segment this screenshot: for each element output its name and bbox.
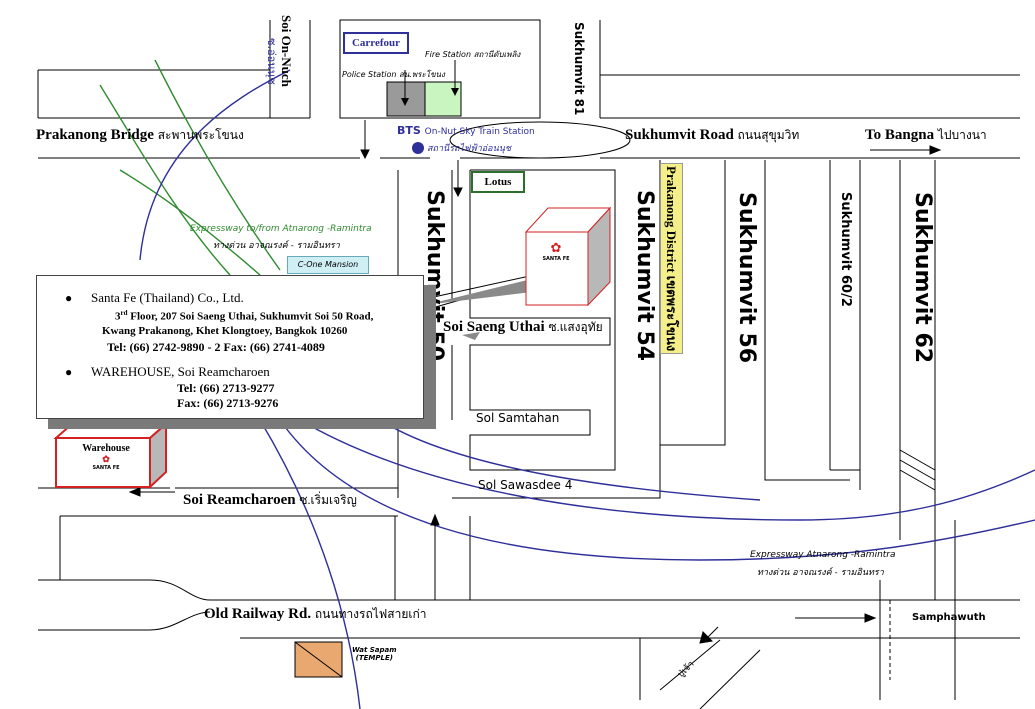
lotus-block <box>469 169 616 471</box>
arrow-samphawuth-head <box>864 613 877 623</box>
expressway-green-2 <box>119 169 261 276</box>
bts-ellipse <box>449 121 631 159</box>
warehouse-title: Warehouse <box>82 443 130 454</box>
sukhumvit-81-road <box>539 20 601 118</box>
expressway-blue-2 <box>279 419 1035 561</box>
expressway-lower-th: ทางด่วน อาจณรงค์ - รามอินทรา <box>757 568 884 578</box>
warehouse-info-title: WAREHOUSE, Soi Reamcharoen <box>91 364 270 379</box>
sukhumvit-60-2-road <box>829 160 861 490</box>
arrow-police-head <box>360 149 370 160</box>
carrefour-block <box>339 19 541 119</box>
pu-chao-road <box>659 639 761 709</box>
sukhumvit-50-road <box>397 170 453 498</box>
temple-diagonal <box>294 641 343 678</box>
soi-saeng-uthai-label: Soi Saeng Uthai ซ.แสงอุทัย <box>443 319 603 335</box>
warehouse-building-label: Warehouse ✿ SANTA FE <box>64 443 148 471</box>
bts-label: BTS On-Nut Sky Train Station <box>397 124 535 137</box>
c-one-mansion-label: C-One Mansion <box>287 256 369 274</box>
samphawuth-label: Samphawuth <box>912 612 986 623</box>
expressway-blue-5 <box>259 419 361 709</box>
bts-thai-label: สถานีรถไฟฟ้าอ่อนนุช <box>427 144 511 154</box>
carrefour-label: Carrefour <box>343 32 409 54</box>
warehouse-logo-text: SANTA FE <box>92 465 120 471</box>
sukhumvit-60-2-label: Sukhumvit 60/2 <box>838 192 853 307</box>
to-bangna-label: To Bangna ไปบางนา <box>865 127 987 143</box>
sol-sawasdee-4-label: Sol Sawasdee 4 <box>478 478 573 492</box>
arrow-lotus-head <box>453 187 463 198</box>
bullet-warehouse: ● <box>65 365 73 379</box>
temple-name: (TEMPLE) <box>355 654 393 662</box>
wat-sapam-label: Wat Sapam (TEMPLE) <box>352 646 397 662</box>
sukhumvit-62-road <box>899 160 936 600</box>
soi-on-nuch-road <box>269 20 311 118</box>
expressway-blue-4 <box>379 419 761 501</box>
expressway-green-1 <box>99 84 231 276</box>
soi-on-nuch-label: Soi On-Nuch <box>279 15 294 87</box>
sukhumvit-62-label: Sukhumvit 62 <box>910 192 935 364</box>
expressway-upper-th: ทางด่วน อาจณรงค์ - รามอินทรา <box>213 241 340 251</box>
bts-logo-icon <box>412 142 424 154</box>
prakanong-district-label: Prakanong District เขตพระโขนง <box>660 163 683 355</box>
company-name: Santa Fe (Thailand) Co., Ltd. <box>91 290 244 305</box>
company-address-line-2: Kwang Prakanong, Khet Klongtoey, Bangkok… <box>102 325 348 337</box>
company-address-line-1: 3rd Floor, 207 Soi Saeng Uthai, Sukhumvi… <box>115 309 374 323</box>
temple-road <box>394 516 471 600</box>
pointer-shadow <box>425 275 548 305</box>
pointer-shadow-2 <box>462 332 480 340</box>
warehouse-logo-icon: ✿ <box>102 454 110 464</box>
soi-reamcharoen-label: Soi Reamcharoen ซ.เริ่มเจริญ <box>183 492 357 508</box>
arrow-bangna-head <box>929 145 942 155</box>
fire-arrow-head <box>451 88 459 96</box>
santa-fe-logo: ✿ SANTA FE <box>538 240 574 262</box>
sukhumvit-54-label: Sukhumvit 54 <box>632 190 657 362</box>
bottom-vertical-roads <box>639 520 956 700</box>
fire-station-block <box>424 81 462 117</box>
company-info-box: ● Santa Fe (Thailand) Co., Ltd. 3rd Floo… <box>36 275 424 419</box>
fire-station-label: Fire Station สถานีดับเพลิง <box>425 50 521 59</box>
lotus-label: Lotus <box>471 171 525 193</box>
railway-crossing <box>899 449 936 491</box>
company-phone-line: Tel: (66) 2742-9890 - 2 Fax: (66) 2741-4… <box>107 340 325 354</box>
old-railway-label: Old Railway Rd. ถนนทางรถไฟสายเก่า <box>204 606 427 622</box>
expressway-lower-en: Expressway Atnarong -Ramintra <box>750 550 896 560</box>
arrow-pu-chao-head <box>699 631 714 644</box>
wat-sapam-name: Wat Sapam <box>352 646 397 654</box>
warehouse-tel: Tel: (66) 2713-9277 <box>177 381 275 395</box>
arrow-reamcharoen-head <box>128 487 141 497</box>
expressway-upper-en: Expressway to/from Atnarong -Ramintra <box>190 224 372 234</box>
warehouse-building <box>53 421 169 490</box>
police-arrow-head <box>401 98 409 106</box>
police-station-label: Police Station สน.พระโขนง <box>342 70 445 79</box>
sukhumvit-50-label: Sukhumvit 50 <box>422 190 447 362</box>
old-railway-road <box>38 579 1020 639</box>
sukhumvit-56-label: Sukhumvit 56 <box>734 192 759 364</box>
expressway-green-3 <box>154 59 281 271</box>
expressway-blue-1 <box>139 69 291 261</box>
santa-fe-building <box>524 206 612 307</box>
santa-fe-logo-text: SANTA FE <box>542 256 570 262</box>
sol-samtahan-label: Sol Samtahan <box>476 411 560 425</box>
arrow-up-1-head <box>430 513 440 526</box>
sukhumvit-56-road <box>764 160 850 481</box>
warehouse-fax: Fax: (66) 2713-9276 <box>177 396 279 410</box>
expressway-blue-3 <box>299 419 1035 521</box>
bullet-company: ● <box>65 291 73 305</box>
soi-on-nuch-thai-label: ซ.อ่อนนุช <box>265 38 278 85</box>
left-road <box>37 69 270 118</box>
sukhumvit-road-label: Sukhumvit Road ถนนสุขุมวิท <box>625 127 800 143</box>
prakanong-bridge-label: Prakanong Bridge สะพานพระโขนง <box>36 127 244 143</box>
santa-fe-logo-icon: ✿ <box>550 240 562 255</box>
sukhumvit-81-label: Sukhumvit 81 <box>572 22 586 116</box>
